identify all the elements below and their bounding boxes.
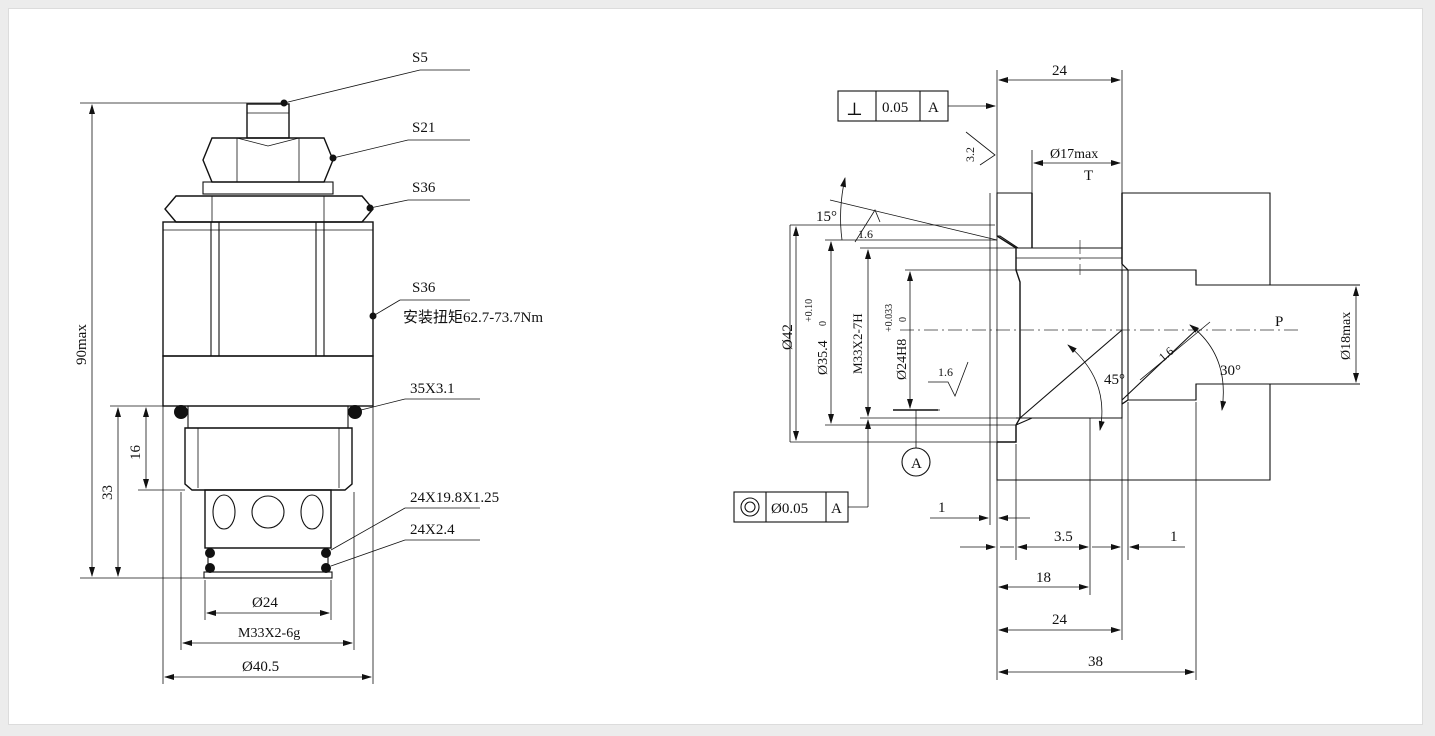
dim-top-24: 24 — [1052, 63, 1068, 79]
dim-16: 16 — [128, 445, 144, 461]
dim-24-b: 24 — [1052, 612, 1068, 628]
dim-height: 90max — [74, 324, 90, 365]
callout-s36-a: S36 — [412, 180, 436, 196]
perp-symbol: ⊥ — [846, 99, 863, 119]
oring-35x3 — [174, 405, 188, 419]
rough-1-6-a: 1.6 — [858, 227, 873, 241]
oring-24x2 — [205, 548, 215, 558]
oring-bottom-a-label: 24X19.8X1.25 — [410, 490, 499, 506]
valve-stem — [246, 103, 290, 139]
dim-d42: Ø42 — [780, 324, 796, 350]
angle-30: 30° — [1220, 363, 1241, 379]
valve-view: S5 S21 S36 S36 安装扭矩62.7-73.7Nm 35X3.1 24… — [74, 50, 543, 684]
tol-35-4-upper: +0.10 — [804, 299, 815, 322]
drawing-frame — [8, 8, 1423, 725]
port-t: T — [1084, 168, 1093, 184]
nut-s21 — [202, 137, 334, 183]
port-p: P — [1275, 314, 1283, 330]
valve-band — [162, 355, 374, 407]
dim-d40-5: Ø40.5 — [242, 659, 279, 675]
dim-33: 33 — [100, 485, 116, 500]
tol-24h8-lower: 0 — [898, 317, 909, 322]
perp-datum: A — [928, 100, 939, 116]
dim-38: 38 — [1088, 654, 1103, 670]
roughness-symbol — [965, 131, 996, 166]
datum-a-bubble — [901, 447, 931, 477]
conc-datum: A — [831, 501, 842, 517]
dim-3-5: 3.5 — [1054, 529, 1073, 545]
conc-tol: Ø0.05 — [771, 501, 808, 517]
tol-35-4-lower: 0 — [818, 321, 829, 326]
oring-bottom-b-label: 24X2.4 — [410, 522, 455, 538]
cone-30 — [1121, 329, 1197, 401]
dim-d35-4: Ø35.4 — [816, 340, 831, 375]
rough-1-6-c: 1.6 — [1156, 344, 1176, 364]
callout-s36-b: S36 — [412, 280, 436, 296]
torque-note: 安装扭矩62.7-73.7Nm — [403, 309, 543, 326]
dim-1-b: 1 — [1170, 529, 1178, 545]
port-hole — [212, 494, 236, 530]
cavity-mouth — [996, 235, 1021, 443]
hatch-lower — [996, 383, 1271, 481]
port-hole — [251, 495, 285, 529]
callout-s5: S5 — [412, 50, 428, 66]
dim-d24h8: Ø24H8 — [895, 339, 910, 380]
perp-tol: 0.05 — [882, 100, 908, 116]
concentricity-icon — [740, 497, 760, 517]
angle-15: 15° — [816, 209, 837, 225]
roughness-3-2: 3.2 — [963, 147, 977, 162]
dim-thread-7h: M33X2-7H — [850, 313, 865, 374]
dim-thread-6g: M33X2-6g — [238, 626, 300, 641]
thread-section — [184, 427, 353, 491]
valve-hex-body — [162, 221, 374, 357]
cavity-view: ⊥ 0.05 A 3.2 24 Ø17max T 15° 1.6 Ø42 Ø35… — [733, 63, 1360, 680]
datum-a: A — [911, 456, 922, 472]
angle-45: 45° — [1104, 372, 1125, 388]
port-hole — [300, 494, 324, 530]
tol-24h8-upper: +0.033 — [884, 304, 895, 332]
cartridge-sleeve — [204, 489, 332, 549]
oring-top-label: 35X3.1 — [410, 381, 455, 397]
locknut-s36 — [164, 195, 374, 223]
dim-1-a: 1 — [938, 500, 946, 516]
dim-d17: Ø17max — [1050, 147, 1098, 162]
rough-1-6-b: 1.6 — [938, 365, 953, 379]
dim-18: 18 — [1036, 570, 1051, 586]
dim-d24: Ø24 — [252, 595, 278, 611]
dim-d18max: Ø18max — [1339, 312, 1354, 360]
callout-s21: S21 — [412, 120, 435, 136]
